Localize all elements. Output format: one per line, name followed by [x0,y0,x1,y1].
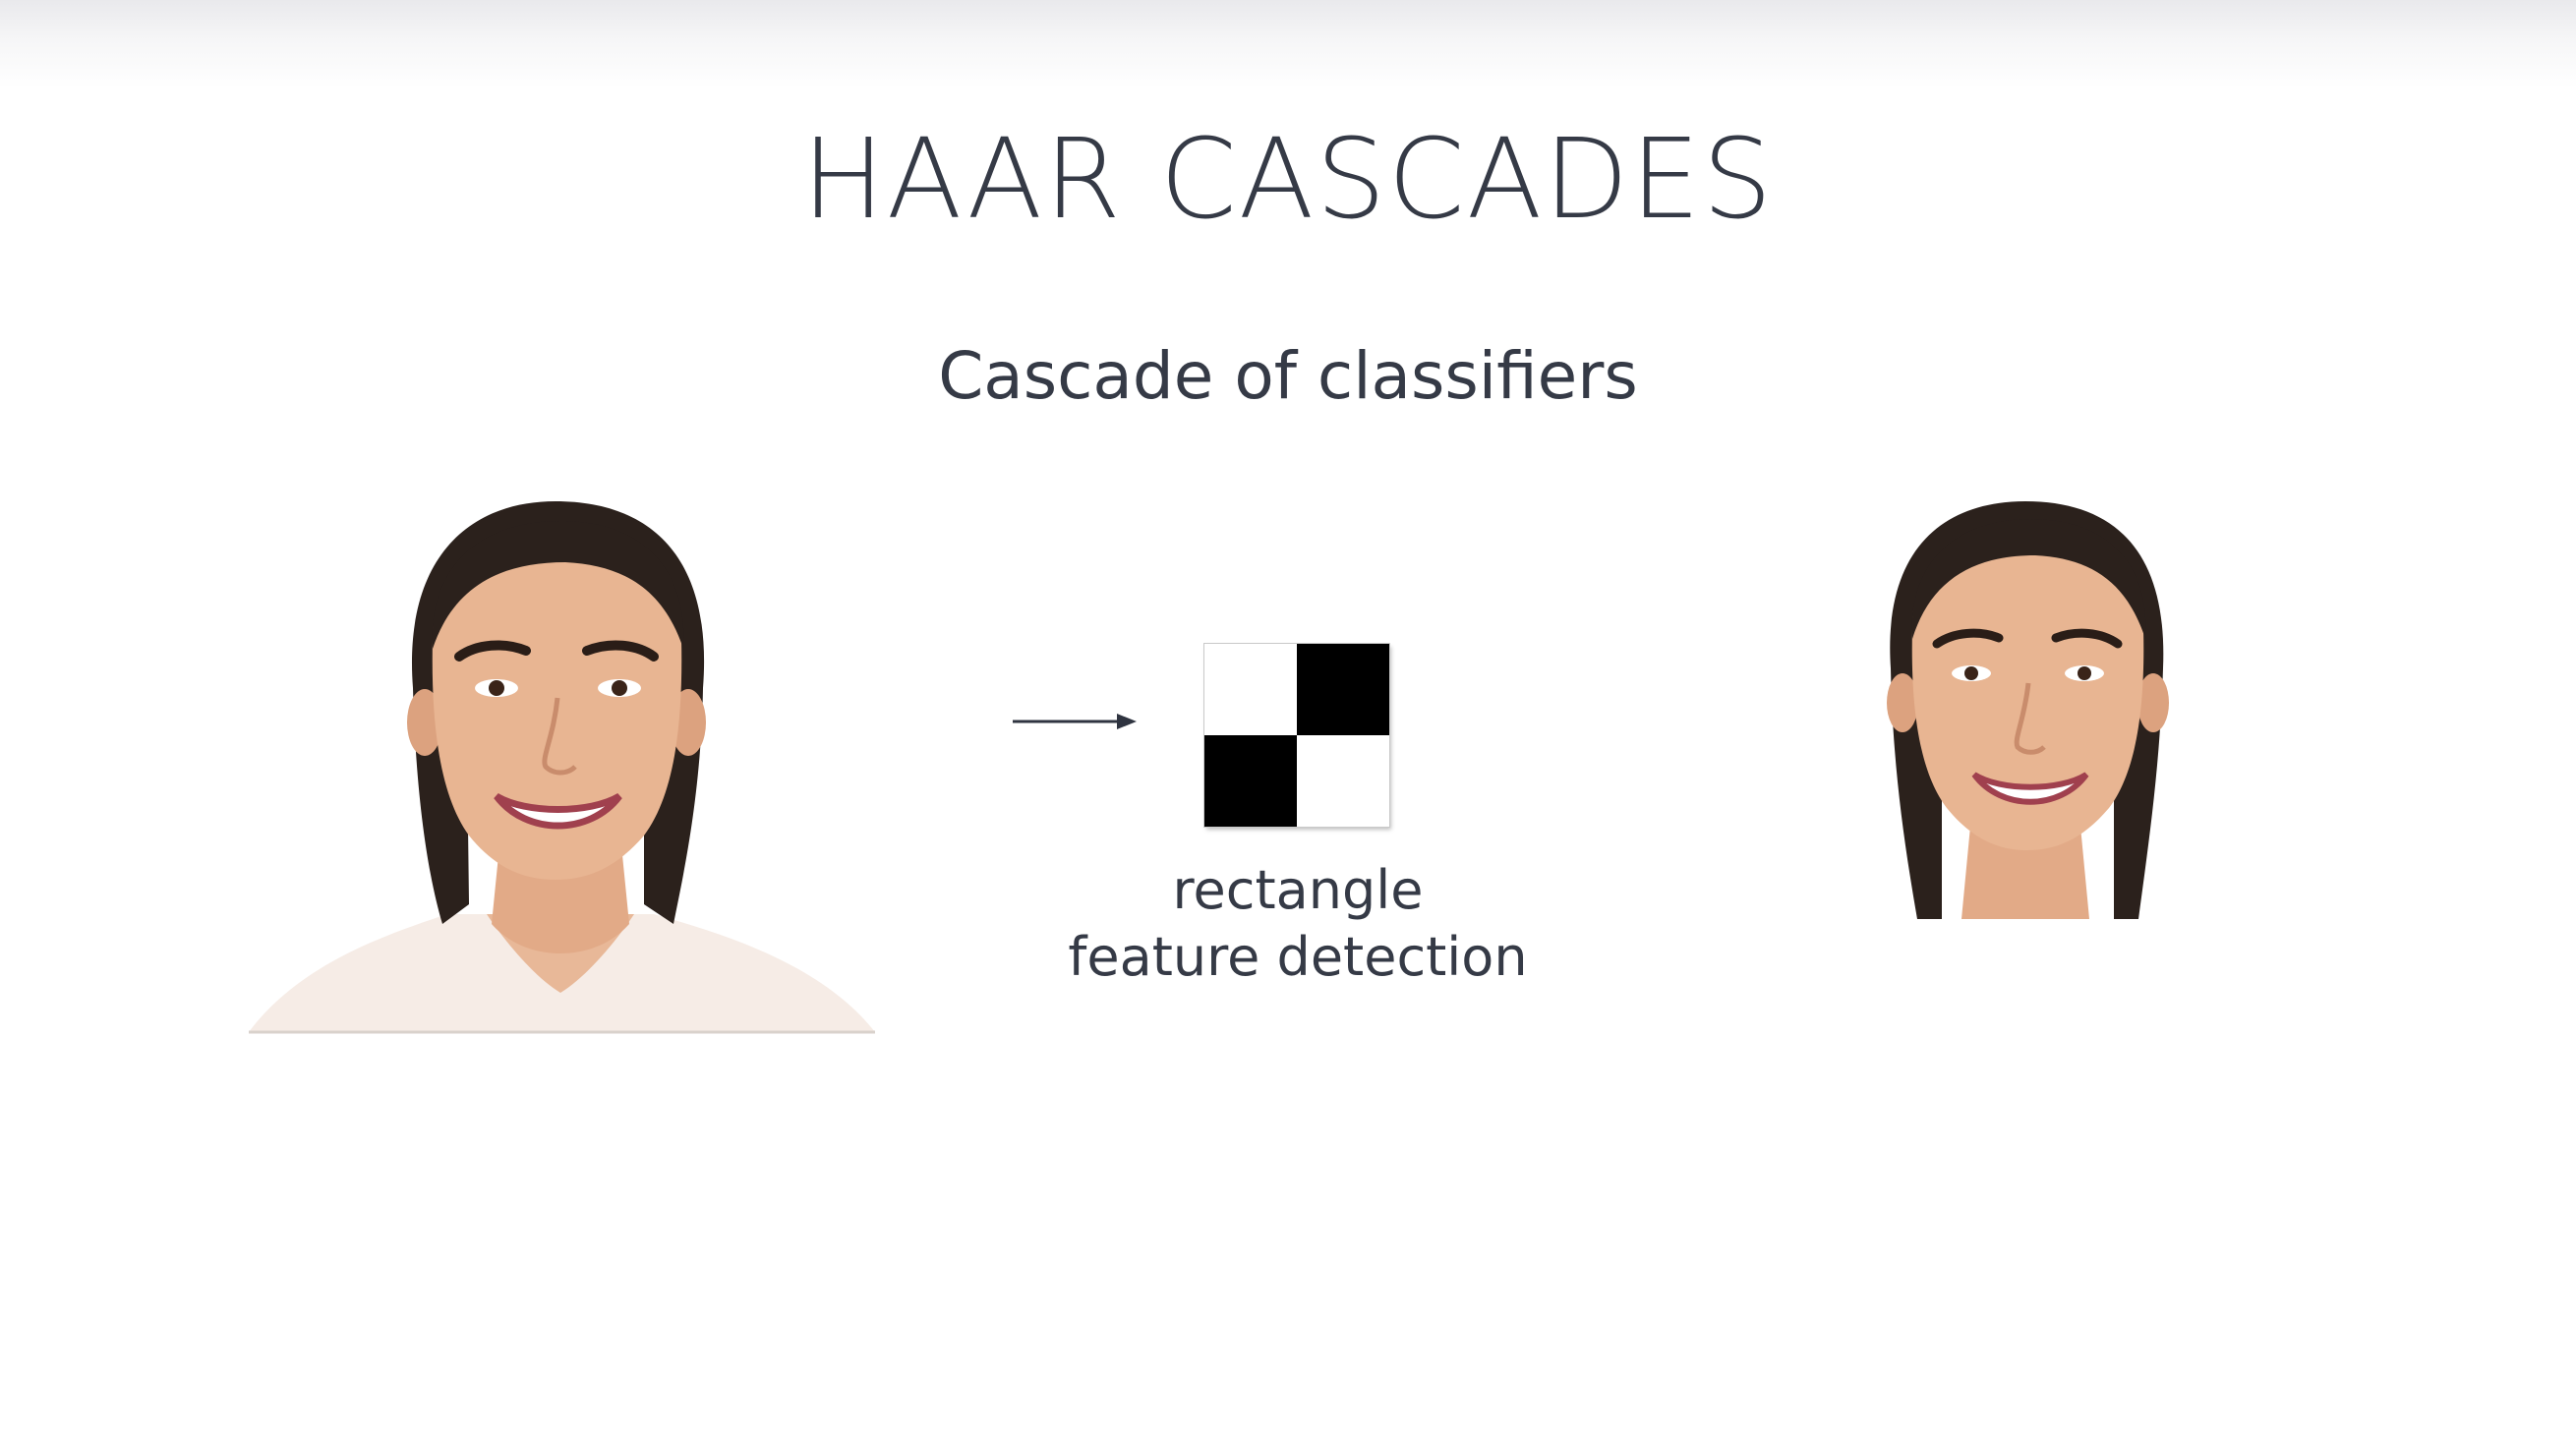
kernel-cell-black [1297,644,1389,735]
haar-feature-kernel [1204,644,1389,827]
woman-portrait-icon [249,501,875,1034]
output-face-image [1873,501,2178,924]
kernel-cell-white [1297,735,1389,827]
slide-subtitle: Cascade of classifiers [938,338,1638,414]
feature-caption: rectangle feature detection [1003,857,1593,991]
right-arrow-icon [1011,704,1139,739]
caption-line-1: rectangle [1172,859,1424,921]
input-face-image [241,501,880,1037]
kernel-cell-white [1204,644,1297,735]
top-shade [0,0,2576,88]
woman-face-crop-icon [1887,501,2169,919]
slide-title: HAAR CASCADES [801,116,1775,244]
kernel-cell-black [1204,735,1297,827]
caption-line-2: feature detection [1068,926,1528,988]
